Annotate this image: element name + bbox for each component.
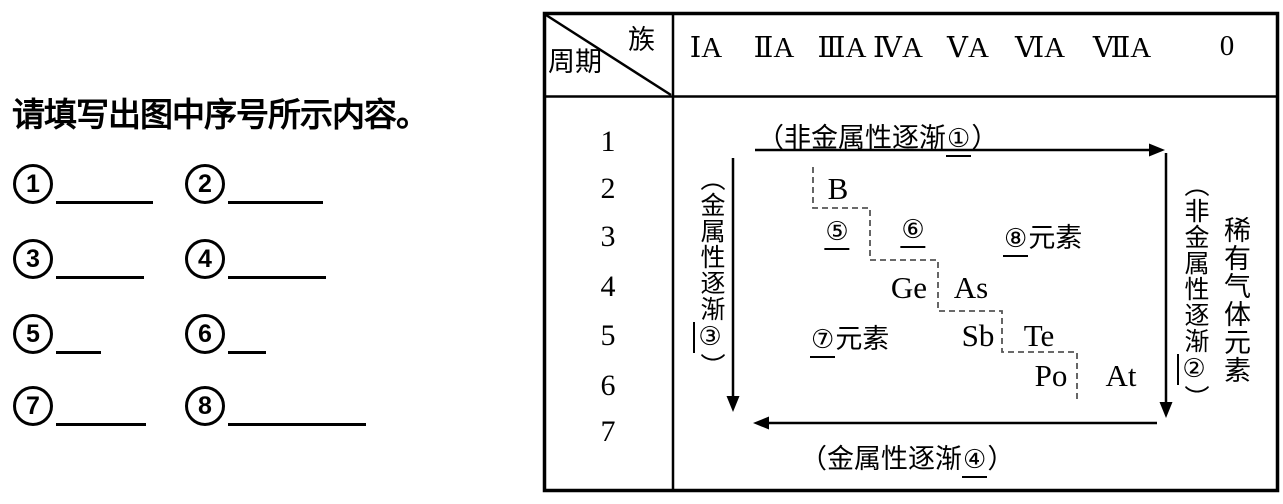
right-arrowhead [1159,402,1173,418]
circled-number: 8 [185,386,225,426]
answer-blank [56,321,101,354]
trend-label-top: （非金属性逐渐①） [757,116,999,157]
circled-number: 7 [13,386,53,426]
answer-blank [228,393,366,426]
table-outer-border [542,11,1280,493]
blank-row: 7 8 [0,386,540,430]
period-1: 1 [600,125,616,158]
blank-item-1: 1 [13,164,153,204]
circled-number: 2 [185,164,225,204]
trend-label-left: （金属性逐渐③） [692,166,728,441]
bottom-arrowhead [753,416,769,430]
blank-item-5: 5 [13,314,101,354]
group-header-IA: ⅠA [689,32,723,64]
period-5: 5 [600,319,616,352]
group-header-IIA: ⅡA [753,32,795,64]
answer-blank [228,171,323,204]
trend-bottom-text: （金属性逐渐 [800,444,962,474]
trend-right-close: ） [1181,385,1208,411]
group-header-VIIA: ⅦA [1092,32,1152,64]
answer-blank [56,393,146,426]
trend-left-number: ③ [693,322,725,353]
element-germanium: Ge [890,270,928,305]
period-6: 6 [600,369,616,402]
period-4: 4 [600,270,616,303]
placeholder-8: ⑧ [1003,224,1029,257]
circled-number: 5 [13,314,53,354]
blank-row: 1 2 [0,164,540,208]
circled-number: 1 [13,164,53,204]
element-tellurium: Te [1023,318,1055,353]
trend-top-close: ） [971,123,999,153]
blank-item-7: 7 [13,386,146,426]
question-heading: 请填写出图中序号所示内容。 [12,96,429,133]
period-3: 3 [600,220,616,253]
answer-blank [56,246,144,279]
trend-label-right: （非金属性逐渐②） [1176,172,1212,457]
circled-number: 6 [185,314,225,354]
left-arrowhead [726,396,740,412]
element-astatine: At [1105,358,1137,393]
circled-number: 4 [185,239,225,279]
answer-blank [228,321,266,354]
trend-right-text: （非金属性逐渐 [1181,172,1208,354]
blank-item-8: 8 [185,386,366,426]
placeholder-5: ⑤ [824,217,850,250]
trend-label-bottom: （金属性逐渐④） [800,437,1015,478]
period-7: 7 [600,415,616,448]
trend-bottom-close: ） [987,444,1015,474]
blank-item-4: 4 [185,239,326,279]
element-boron: B [827,171,849,206]
noble-gas-label: 稀有气体元素 [1220,216,1250,384]
blank-row: 3 4 [0,239,540,283]
blank-item-6: 6 [185,314,266,354]
placeholder-7-suffix: 元素 [835,324,890,354]
trend-left-text: （金属性逐渐 [697,166,724,322]
trend-top-text: （非金属性逐渐 [757,123,946,153]
group-header-0: 0 [1219,30,1235,62]
answer-blank [56,171,153,204]
element-polonium: Po [1034,358,1068,393]
corner-label-period-1: 周期 [548,47,602,77]
answer-blank [228,246,326,279]
placeholder-7: ⑦ [810,325,836,358]
trend-left-close: ） [697,353,724,379]
trend-bottom-number: ④ [962,445,988,478]
top-arrowhead [1149,143,1165,157]
corner-label-group: 族 [628,25,655,55]
group-header-VIA: ⅥA [1014,32,1066,64]
placeholder-8-suffix: 元素 [1028,223,1083,253]
blank-item-2: 2 [185,164,323,204]
blank-row: 5 6 [0,314,540,358]
placeholder-7-group: ⑦元素 [810,317,890,358]
element-arsenic: As [953,270,989,305]
trend-top-number: ① [946,124,972,157]
period-2: 2 [600,172,616,205]
placeholder-8-group: ⑧元素 [1003,216,1083,257]
trend-right-number: ② [1177,354,1209,385]
group-header-VA: ⅤA [947,32,989,64]
group-header-IIIA: ⅢA [817,32,867,64]
circled-number: 3 [13,239,53,279]
placeholder-6: ⑥ [900,215,926,248]
blank-item-3: 3 [13,239,144,279]
group-header-IVA: ⅣA [873,32,923,64]
element-antimony: Sb [961,318,995,353]
